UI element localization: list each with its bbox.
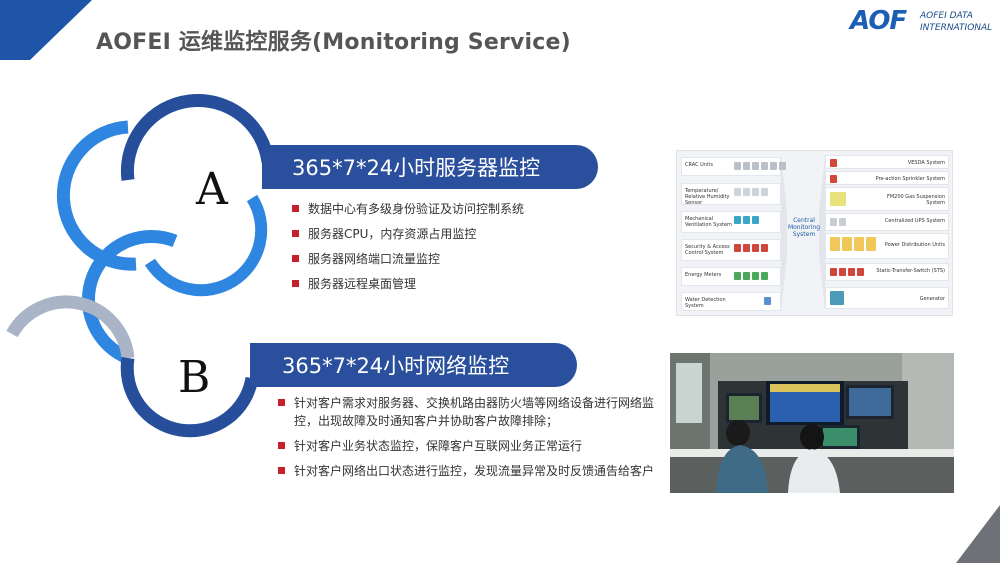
section-a-banner: 365*7*24小时服务器监控 bbox=[262, 145, 598, 189]
diagram-right-item: FM200 Gas Suspension System bbox=[825, 187, 949, 211]
sensor-icons bbox=[734, 188, 768, 196]
diagram-right-item: Power Distribution Units bbox=[825, 233, 949, 259]
meter-icons bbox=[734, 272, 768, 280]
section-b-banner: 365*7*24小时网络监控 bbox=[250, 343, 577, 387]
diagram-left-item: Mechanical Ventilation System bbox=[681, 211, 781, 233]
section-b-bullet-list: 针对客户需求对服务器、交换机路由器防火墙等网络设备进行网络监控，出现故障及时通知… bbox=[278, 394, 658, 487]
sprinkler-icon bbox=[830, 175, 837, 183]
diagram-left-item: Temperature/ Relative Humidity Sensor bbox=[681, 183, 781, 206]
section-a-letter: A bbox=[196, 164, 228, 215]
diagram-center-label: Central Monitoring System bbox=[787, 217, 821, 238]
gas-suspension-icon bbox=[830, 192, 846, 206]
diagram-left-item: Energy Meters bbox=[681, 267, 781, 286]
diagram-right-item: Static-Transfer-Switch (STS) bbox=[825, 263, 949, 281]
diagram-connectors bbox=[781, 157, 825, 311]
diagram-left-item: Water Detection System bbox=[681, 292, 781, 311]
bullet-item: 针对客户业务状态监控，保障客户互联网业务正常运行 bbox=[278, 437, 658, 455]
diagram-right-item: VESDA System bbox=[825, 155, 949, 169]
vesda-icon bbox=[830, 159, 837, 167]
ventilation-icons bbox=[734, 216, 759, 224]
security-icons bbox=[734, 244, 768, 252]
generator-icon bbox=[830, 291, 844, 305]
ring-decoration bbox=[6, 93, 275, 438]
diagram-left-item: CRAC Units bbox=[681, 157, 786, 176]
diagram-right-item: Generator bbox=[825, 287, 949, 309]
ring-arc-gray bbox=[6, 295, 135, 359]
ring-arc-a-dark bbox=[120, 93, 275, 181]
ring-arc-b-dark bbox=[120, 356, 259, 438]
bullet-item: 针对客户需求对服务器、交换机路由器防火墙等网络设备进行网络监控，出现故障及时通知… bbox=[278, 394, 658, 430]
sts-icons bbox=[830, 268, 864, 276]
equipment-icons bbox=[734, 162, 786, 170]
bullet-item: 服务器网络端口流量监控 bbox=[292, 250, 592, 268]
section-b-letter: B bbox=[178, 352, 211, 403]
corner-decoration-top-left bbox=[0, 0, 92, 60]
logo-mark: AOF bbox=[850, 6, 907, 36]
ups-icons bbox=[830, 218, 846, 226]
bullet-item: 针对客户网络出口状态进行监控，发现流量异常及时反馈通告给客户 bbox=[278, 462, 658, 480]
bullet-item: 服务器远程桌面管理 bbox=[292, 275, 592, 293]
diagram-left-item: Security & Access Control System bbox=[681, 239, 781, 261]
section-b-heading: 365*7*24小时网络监控 bbox=[282, 354, 510, 378]
bullet-item: 数据中心有多级身份验证及访问控制系统 bbox=[292, 200, 592, 218]
section-a-bullet-list: 数据中心有多级身份验证及访问控制系统 服务器CPU，内存资源占用监控 服务器网络… bbox=[292, 200, 592, 300]
page-title: AOFEI 运维监控服务(Monitoring Service) bbox=[96, 30, 571, 55]
ring-arc-a-light bbox=[144, 194, 268, 297]
monitoring-system-diagram: CRAC Units Temperature/ Relative Humidit… bbox=[676, 150, 953, 316]
company-logo: AOF AOFEI DATA INTERNATIONAL bbox=[850, 6, 996, 38]
ring-arc-middle-light bbox=[82, 230, 178, 365]
logo-text-line2: INTERNATIONAL bbox=[920, 23, 993, 33]
water-sensor-icon bbox=[764, 297, 771, 305]
diagram-right-item: Centralized UPS System bbox=[825, 213, 949, 231]
bullet-item: 服务器CPU，内存资源占用监控 bbox=[292, 225, 592, 243]
diagram-right-item: Pre-action Sprinkler System bbox=[825, 171, 949, 185]
corner-decoration-bottom-right bbox=[956, 505, 1000, 563]
logo-text-line1: AOFEI DATA bbox=[920, 11, 973, 21]
monitoring-room-photo bbox=[670, 353, 954, 493]
section-a-heading: 365*7*24小时服务器监控 bbox=[292, 156, 541, 180]
power-unit-icons bbox=[830, 237, 876, 251]
